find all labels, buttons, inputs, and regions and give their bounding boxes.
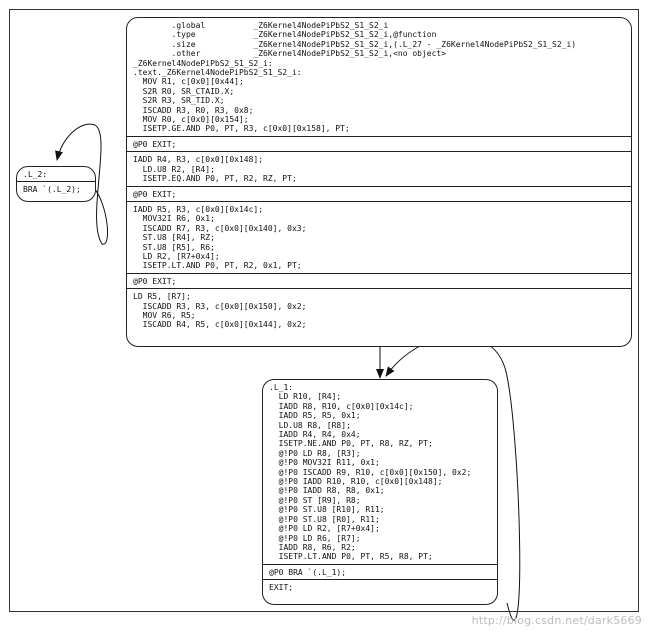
code-line: @!P0 ST.U8 [R0], R11; (269, 514, 380, 524)
loop-branch-section: @P0 BRA `(.L_1); (263, 563, 497, 579)
code-line: BRA `(.L_2); (23, 185, 81, 195)
exit-branch-1: @P0 EXIT; (127, 135, 631, 151)
code-line: LD.U8 R2, [R4]; (133, 164, 215, 174)
code-line: LD R10, [R4]; (269, 392, 342, 402)
code-line: ISETP.NE.AND P0, PT, R8, RZ, PT; (269, 439, 433, 449)
code-line: LD.U8 R8, [R8]; (269, 420, 351, 430)
watermark-text: http://blog.csdn.net/dark5669 (471, 614, 642, 627)
code-line: IADD R4, R4, 0x4; (269, 430, 361, 440)
code-line: MOV R0, c[0x0][0x154]; (133, 115, 249, 125)
code-line: S2R R0, SR_CTAID.X; (133, 86, 235, 96)
code-line: @P0 EXIT; (133, 276, 177, 286)
code-line: @!P0 LD R2, [R7+0x4]; (269, 524, 380, 534)
code-line: LD R5, [R7]; (133, 292, 191, 302)
exit-section: EXIT; (263, 579, 497, 594)
exit-branch-3: @P0 EXIT; (127, 272, 631, 288)
code-line: ISCADD R7, R3, c[0x0][0x140], 0x3; (133, 223, 307, 233)
code-line: @!P0 LD R8, [R3]; (269, 448, 361, 458)
code-line: @!P0 ST.U8 [R10], R11; (269, 505, 385, 515)
code-line: LD R2, [R7+0x4]; (133, 251, 220, 261)
check-visited-section: IADD R4, R3, c[0x0][0x148]; LD.U8 R2, [R… (127, 151, 631, 185)
loop-setup-section: LD R5, [R7]; ISCADD R3, R3, c[0x0][0x150… (127, 288, 631, 332)
code-line: ISCADD R3, R3, c[0x0][0x150], 0x2; (133, 301, 307, 311)
edge-l2-self-loop (55, 123, 108, 245)
code-line: @!P0 MOV32I R11, 0x1; (269, 458, 380, 468)
code-line: @P0 EXIT; (133, 139, 177, 149)
code-line: .L_2: (23, 170, 48, 179)
code-line: @!P0 IADD R10, R10, c[0x0][0x148]; (269, 477, 443, 487)
code-line: IADD R8, R6, R2; (269, 542, 356, 552)
code-line: @P0 BRA `(.L_1); (269, 567, 347, 577)
code-line: @!P0 LD R6, [R7]; (269, 533, 361, 543)
diagram-frame (9, 9, 639, 612)
l2-block-node: .L_2: BRA `(.L_2); (16, 166, 96, 202)
code-line: EXIT; (269, 583, 294, 593)
code-line: @!P0 ISCADD R9, R10, c[0x0][0x150], 0x2; (269, 467, 472, 477)
code-line: ISCADD R3, R0, R3, 0x8; (133, 105, 254, 115)
label-section: .L_2: (17, 167, 95, 181)
loop-body-section: .L_1: LD R10, [R4]; IADD R8, R10, c[0x0]… (263, 380, 497, 564)
exit-branch-2: @P0 EXIT; (127, 185, 631, 201)
code-line: ST.U8 [R5], R6; (133, 242, 215, 252)
code-line: _Z6Kernel4NodePiPbS2_S1_S2_i: (133, 58, 273, 68)
code-line: IADD R5, R5, 0x1; (269, 411, 361, 421)
code-line: S2R R3, SR_TID.X; (133, 96, 225, 106)
code-line: @!P0 IADD R8, R8, 0x1; (269, 486, 385, 496)
code-line: ISETP.GE.AND P0, PT, R3, c[0x0][0x158], … (133, 124, 350, 134)
entry-block-node: .global _Z6Kernel4NodePiPbS2_S1_S2_i .ty… (126, 17, 632, 347)
code-line: .other _Z6Kernel4NodePiPbS2_S1_S2_i,<no … (133, 49, 447, 59)
entry-section: .global _Z6Kernel4NodePiPbS2_S1_S2_i .ty… (127, 18, 631, 136)
code-line: ISETP.EQ.AND P0, PT, R2, RZ, PT; (133, 174, 297, 184)
code-line: .type _Z6Kernel4NodePiPbS2_S1_S2_i,@func… (133, 30, 437, 40)
l1-block-node: .L_1: LD R10, [R4]; IADD R8, R10, c[0x0]… (262, 379, 498, 605)
code-line: ISCADD R4, R5, c[0x0][0x144], 0x2; (133, 320, 307, 330)
code-line: .L_1: (269, 383, 294, 392)
code-line: IADD R5, R3, c[0x0][0x14c]; (133, 204, 264, 214)
code-line: MOV R1, c[0x0][0x44]; (133, 77, 244, 87)
code-line: @P0 EXIT; (133, 189, 177, 199)
code-line: .size _Z6Kernel4NodePiPbS2_S1_S2_i,(.L_2… (133, 39, 577, 49)
code-line: MOV32I R6, 0x1; (133, 214, 215, 224)
code-line: ST.U8 [R4], RZ; (133, 233, 215, 243)
code-line: IADD R8, R10, c[0x0][0x14c]; (269, 401, 414, 411)
code-line: .global _Z6Kernel4NodePiPbS2_S1_S2_i (133, 21, 389, 30)
code-line: @!P0 ST [R9], R8; (269, 495, 361, 505)
code-line: MOV R6, R5; (133, 310, 196, 320)
code-line: IADD R4, R3, c[0x0][0x148]; (133, 155, 264, 165)
branch-section: BRA `(.L_2); (17, 181, 95, 196)
code-line: .text._Z6Kernel4NodePiPbS2_S1_S2_i: (133, 68, 302, 78)
code-line: ISETP.LT.AND P0, PT, R2, 0x1, PT; (133, 261, 302, 271)
mark-section: IADD R5, R3, c[0x0][0x14c]; MOV32I R6, 0… (127, 200, 631, 273)
code-line: ISETP.LT.AND P0, PT, R5, R8, PT; (269, 552, 433, 562)
